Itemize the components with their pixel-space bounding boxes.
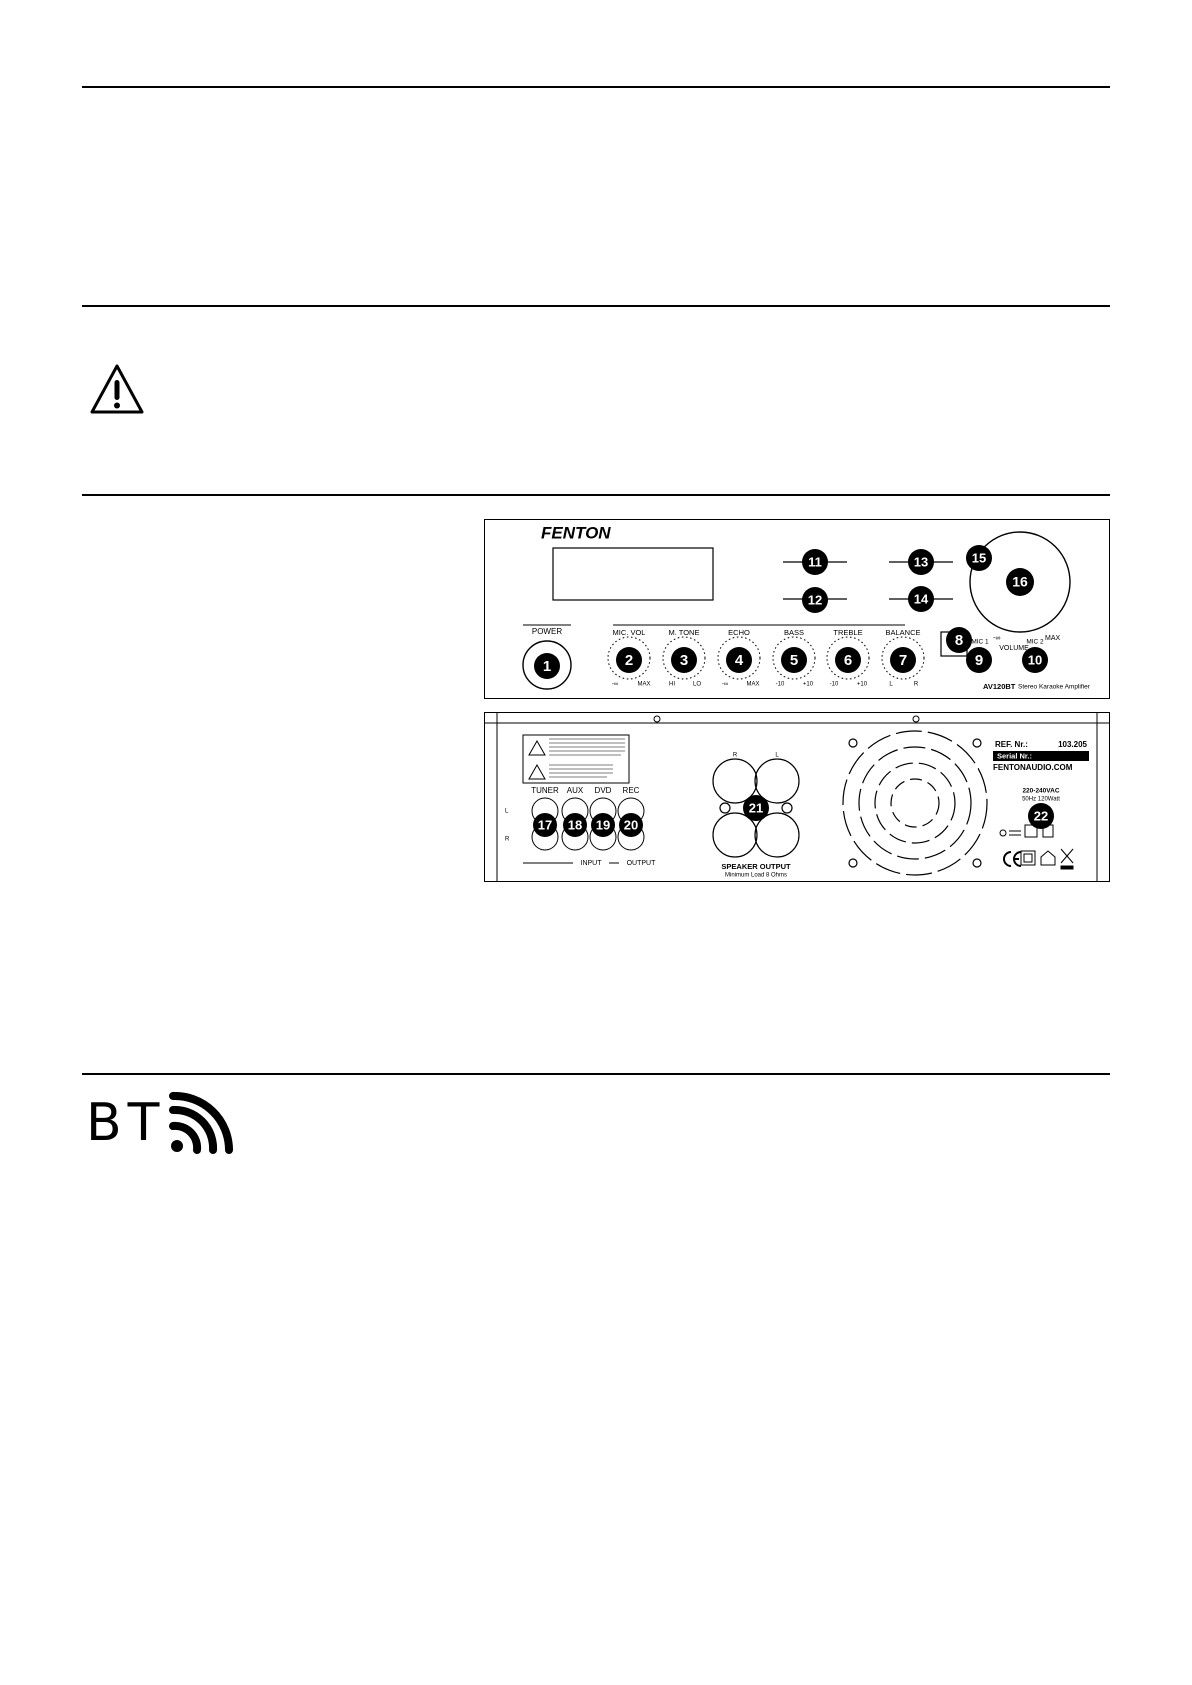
rear-panel-diagram: TUNER AUX DVD REC L R INPUT OUTPUT R L S… (484, 712, 1110, 882)
power-label: POWER (532, 627, 562, 636)
fan-grille (842, 730, 988, 876)
power-button (522, 640, 572, 690)
section-rule-2 (82, 305, 1110, 307)
svg-text:8: 8 (955, 632, 963, 649)
wireless-waves-icon (169, 1092, 234, 1154)
svg-text:13: 13 (914, 554, 928, 569)
callouts-rear: 17 18 19 20 21 22 (533, 795, 1054, 837)
svg-text:1: 1 (543, 658, 551, 675)
svg-text:6: 6 (844, 652, 852, 669)
balance-label: BALANCE (885, 628, 920, 637)
svg-text:14: 14 (914, 591, 929, 606)
svg-text:R: R (505, 837, 510, 843)
serial-label: Serial Nr.: (997, 751, 1032, 760)
rec-label: REC (623, 786, 640, 795)
speaker-output-label: SPEAKER OUTPUT (721, 862, 791, 871)
volume-scale-max: MAX (1045, 635, 1061, 642)
volume-label: VOLUME (999, 645, 1029, 652)
mic2-label: MIC 2 (1026, 639, 1044, 646)
svg-text:5: 5 (790, 652, 798, 669)
ce-mark (1003, 851, 1022, 867)
model-name: AV120BT (983, 682, 1016, 691)
svg-text:LO: LO (693, 682, 701, 688)
volume-knob (969, 531, 1071, 633)
svg-text:10: 10 (1028, 652, 1042, 667)
svg-text:4: 4 (735, 652, 744, 669)
svg-text:16: 16 (1012, 574, 1028, 590)
warning-icon (90, 364, 144, 414)
section-rule-4 (82, 1073, 1110, 1075)
front-panel-diagram: FENTON -∞ MAX VOLUME POWER MIC. VOL M. T… (484, 519, 1110, 699)
svg-text:15: 15 (972, 550, 986, 565)
svg-text:9: 9 (975, 652, 983, 669)
svg-text:21: 21 (749, 800, 763, 815)
mic-vol-label: MIC. VOL (613, 628, 646, 637)
input-label: INPUT (581, 860, 603, 867)
svg-text:3: 3 (680, 652, 688, 669)
svg-text:R: R (733, 753, 738, 759)
svg-text:22: 22 (1034, 808, 1048, 823)
tuner-label: TUNER (531, 786, 559, 795)
front-panel-svg: FENTON -∞ MAX VOLUME POWER MIC. VOL M. T… (522, 523, 1091, 691)
volume-scale-min: -∞ (993, 635, 1000, 642)
section-rule-3 (82, 494, 1110, 496)
speaker-min-load: Minimum Load 8 Ohms (725, 873, 787, 879)
svg-text:11: 11 (808, 554, 822, 569)
svg-text:19: 19 (596, 817, 610, 832)
bt-text: BT (86, 1093, 166, 1153)
m-tone-label: M. TONE (669, 628, 700, 637)
power-spec-1: 220-240VAC (1022, 788, 1059, 795)
svg-text:R: R (914, 682, 919, 688)
certification-marks (999, 824, 1074, 870)
speaker-terminals (712, 758, 800, 858)
svg-text:7: 7 (899, 652, 907, 669)
svg-text:L: L (889, 682, 893, 688)
svg-text:18: 18 (568, 817, 582, 832)
ref-label: REF. Nr.: (995, 740, 1028, 749)
aux-label: AUX (567, 786, 584, 795)
svg-text:20: 20 (624, 817, 638, 832)
svg-text:HI: HI (669, 682, 675, 688)
power-spec-2: 50Hz 120Watt (1022, 797, 1060, 803)
svg-text:L: L (505, 809, 509, 815)
display-window (552, 547, 714, 601)
svg-text:-∞: -∞ (722, 682, 728, 688)
svg-text:MAX: MAX (637, 682, 650, 688)
svg-text:L: L (775, 753, 779, 759)
svg-text:-10: -10 (830, 682, 839, 688)
brand-logo: FENTON (541, 523, 611, 542)
svg-text:-10: -10 (776, 682, 785, 688)
svg-text:-∞: -∞ (612, 682, 618, 688)
treble-label: TREBLE (833, 628, 862, 637)
rear-panel-svg: TUNER AUX DVD REC L R INPUT OUTPUT R L S… (485, 713, 1109, 881)
website: FENTONAUDIO.COM (993, 763, 1073, 772)
bass-label: BASS (784, 628, 804, 637)
ref-value: 103.205 (1058, 740, 1087, 749)
svg-text:+10: +10 (857, 682, 868, 688)
knob-tick-rings (607, 636, 925, 680)
svg-text:2: 2 (625, 652, 633, 669)
svg-text:12: 12 (808, 592, 822, 607)
echo-label: ECHO (728, 628, 750, 637)
callouts-front: 1 2 3 4 5 6 7 8 9 10 11 12 13 14 15 16 (534, 545, 1048, 679)
output-label: OUTPUT (627, 860, 657, 867)
dvd-label: DVD (595, 786, 612, 795)
svg-text:17: 17 (538, 817, 552, 832)
section-rule-1 (82, 86, 1110, 88)
mic1-label: MIC 1 (971, 639, 989, 646)
svg-text:MAX: MAX (746, 682, 759, 688)
bluetooth-logo: BT (86, 1092, 235, 1154)
model-description: Stereo Karaoke Amplifier (1018, 684, 1091, 691)
svg-text:+10: +10 (803, 682, 814, 688)
